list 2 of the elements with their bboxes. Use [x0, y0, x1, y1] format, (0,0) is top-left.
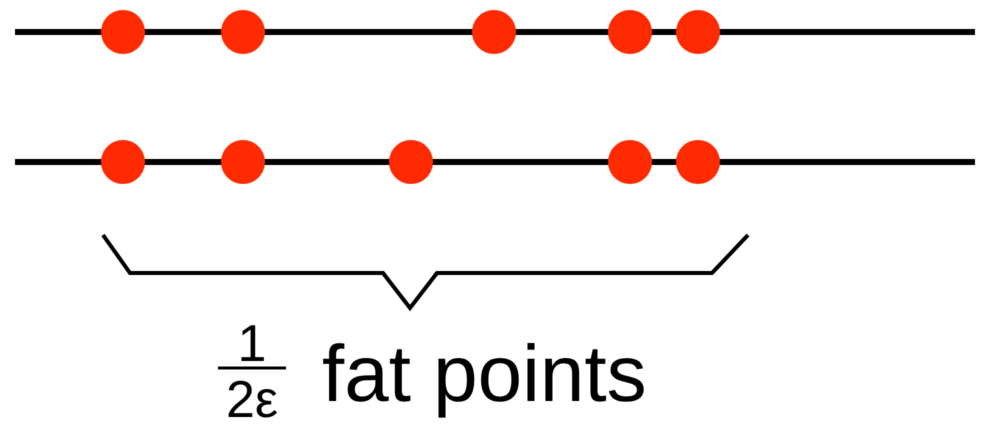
fraction-numerator: 1: [238, 318, 266, 370]
fraction-denominator: 2ε: [226, 374, 278, 426]
